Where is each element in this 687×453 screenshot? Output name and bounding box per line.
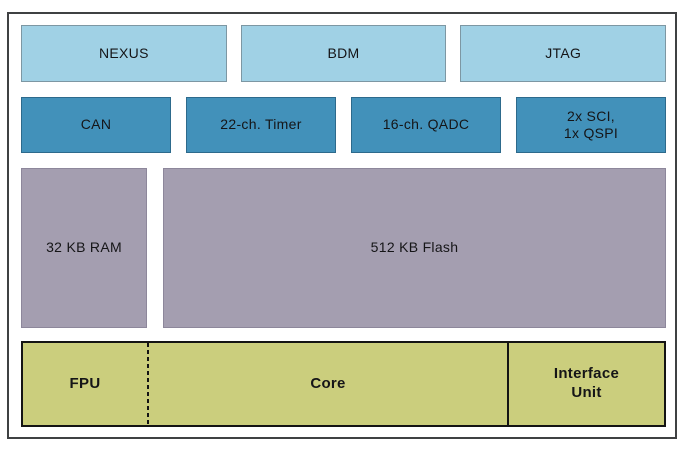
block-jtag: JTAG <box>460 25 667 82</box>
block-can: CAN <box>21 97 171 153</box>
memory-row: 32 KB RAM 512 KB Flash <box>21 168 666 328</box>
block-jtag-label: JTAG <box>545 44 582 61</box>
block-sci-qspi: 2x SCI, 1x QSPI <box>516 97 666 153</box>
section-interface-unit: Interface Unit <box>507 343 664 425</box>
block-nexus: NEXUS <box>21 25 227 82</box>
section-fpu: FPU <box>23 343 147 425</box>
block-timer: 22-ch. Timer <box>186 97 336 153</box>
section-fpu-label: FPU <box>69 374 101 392</box>
block-bdm: BDM <box>240 25 447 82</box>
section-core: Core <box>149 343 507 425</box>
block-bdm-label: BDM <box>327 44 360 61</box>
fpu-core-dashed-divider <box>147 343 149 425</box>
core-row: FPU Core Interface Unit <box>21 341 666 427</box>
block-timer-label: 22-ch. Timer <box>220 116 302 133</box>
block-qadc: 16-ch. QADC <box>351 97 501 153</box>
peripheral-row: CAN 22-ch. Timer 16-ch. QADC 2x SCI, 1x … <box>21 97 666 153</box>
diagram-frame: NEXUS BDM JTAG CAN 22-ch. Timer 16-ch. Q… <box>7 12 677 439</box>
debug-row: NEXUS BDM JTAG <box>21 25 667 82</box>
core-strip: FPU Core Interface Unit <box>21 341 666 427</box>
block-qadc-label: 16-ch. QADC <box>382 116 470 133</box>
section-interface-unit-label: Interface Unit <box>553 365 620 401</box>
block-ram: 32 KB RAM <box>21 168 147 328</box>
block-can-label: CAN <box>80 116 112 133</box>
block-flash-label: 512 KB Flash <box>370 239 459 256</box>
block-sci-qspi-label: 2x SCI, 1x QSPI <box>563 107 619 142</box>
section-core-label: Core <box>310 374 346 392</box>
block-ram-label: 32 KB RAM <box>46 239 122 256</box>
block-flash: 512 KB Flash <box>163 168 666 328</box>
block-nexus-label: NEXUS <box>98 44 149 61</box>
